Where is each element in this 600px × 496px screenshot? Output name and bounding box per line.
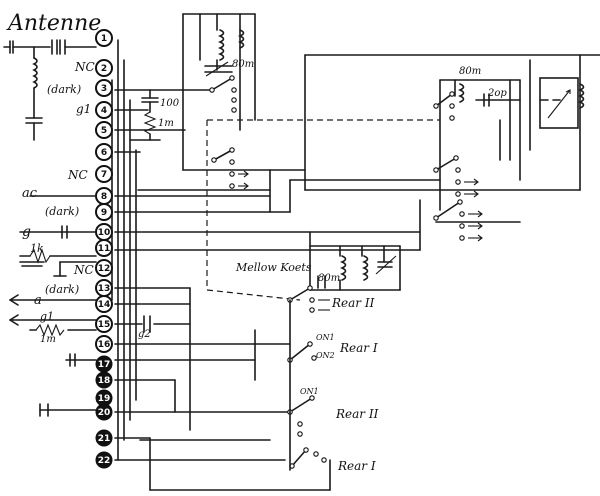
pin-label-dark-1: (dark) (47, 83, 81, 96)
pin-label-nc-low: NC (73, 263, 94, 277)
pin-label-1k: 1k (30, 242, 44, 255)
pin-wires (114, 89, 421, 461)
top-coil-group: 80m (182, 13, 256, 190)
right-coil-group: 80m 2op (433, 59, 585, 242)
pin-number-7: 7 (101, 170, 107, 180)
pin-number-11: 11 (98, 244, 111, 254)
pin-number-6: 6 (101, 148, 107, 158)
rear-switches: Rear II ON1 ON2 Rear I ON1 Rear II Rear … (139, 285, 379, 491)
pin-labels: NC (dark) g1 ac NC (dark) g 1k NC (dark)… (22, 60, 151, 345)
label-2op: 2op (487, 88, 507, 99)
pin-18 (95, 371, 113, 389)
pin-number-21: 21 (98, 434, 111, 444)
pin-label-g2: g2 (138, 329, 151, 340)
pin-number-8: 8 (101, 192, 107, 202)
pin-label-ac: ac (22, 186, 38, 201)
pin-label-g1-top: g1 (76, 102, 91, 116)
pin-1 (95, 29, 113, 47)
switch-label-rear-ii-1: Rear II (331, 296, 375, 310)
on-label-2: ON2 (316, 351, 335, 360)
pin-22 (95, 451, 113, 469)
pin-label-g1-low: g1 (40, 310, 54, 323)
switch-label-rear-ii-2: Rear II (335, 407, 379, 421)
on-label-1: ON1 (316, 333, 335, 342)
pin-number-22: 22 (98, 456, 111, 466)
title-antenne: Antenne (6, 11, 101, 36)
pin-number-5: 5 (101, 126, 107, 136)
dashed-linkage (206, 119, 440, 301)
pin-number-9: 9 (101, 208, 107, 218)
pin-number-15: 15 (98, 320, 111, 330)
left-inputs (9, 195, 97, 417)
pin-label-dark-3: (dark) (45, 283, 79, 296)
pin-number-17: 17 (98, 360, 111, 370)
pin-number-1: 1 (101, 34, 107, 44)
pin-16 (95, 335, 113, 353)
pin-number-19: 19 (98, 394, 111, 404)
pin-label-nc-top: NC (74, 60, 95, 74)
pin-number-2: 2 (101, 64, 107, 74)
pin-20 (95, 403, 113, 421)
pin-14 (95, 295, 113, 313)
switch-label-rear-i-2: Rear I (337, 459, 376, 473)
on-label-3: ON1 (300, 387, 319, 396)
label-80m-mid: 80m (318, 273, 340, 284)
main-bus (137, 54, 600, 251)
pin-number-13: 13 (98, 284, 111, 294)
pin-number-12: 12 (98, 264, 111, 274)
mellow-coil-group: Mellow Koets 80m (235, 231, 401, 291)
pin-number-20: 20 (98, 408, 111, 418)
pin-15 (95, 315, 113, 333)
pin-number-18: 18 (98, 376, 111, 386)
label-80m-right: 80m (459, 66, 481, 77)
switch-label-rear-i-1: Rear I (339, 341, 378, 355)
pin-label-dark-2: (dark) (45, 205, 79, 218)
pin-label-nc-mid: NC (67, 168, 88, 182)
pin-number-16: 16 (98, 340, 111, 350)
label-1m: 1m (158, 118, 174, 129)
label-80m-top: 80m (232, 59, 254, 70)
grid-network: 100 1m (129, 89, 180, 141)
pin-number-14: 14 (98, 300, 111, 310)
pin-number-10: 10 (98, 228, 111, 238)
pin-2 (95, 59, 113, 77)
pin-number-3: 3 (101, 84, 107, 94)
label-100: 100 (160, 98, 180, 109)
pin-number-4: 4 (101, 106, 107, 116)
antenna-input (3, 39, 97, 141)
pin-label-1m: 1m (40, 334, 56, 345)
label-mellow: Mellow Koets (235, 261, 312, 274)
pin-21 (95, 429, 113, 447)
